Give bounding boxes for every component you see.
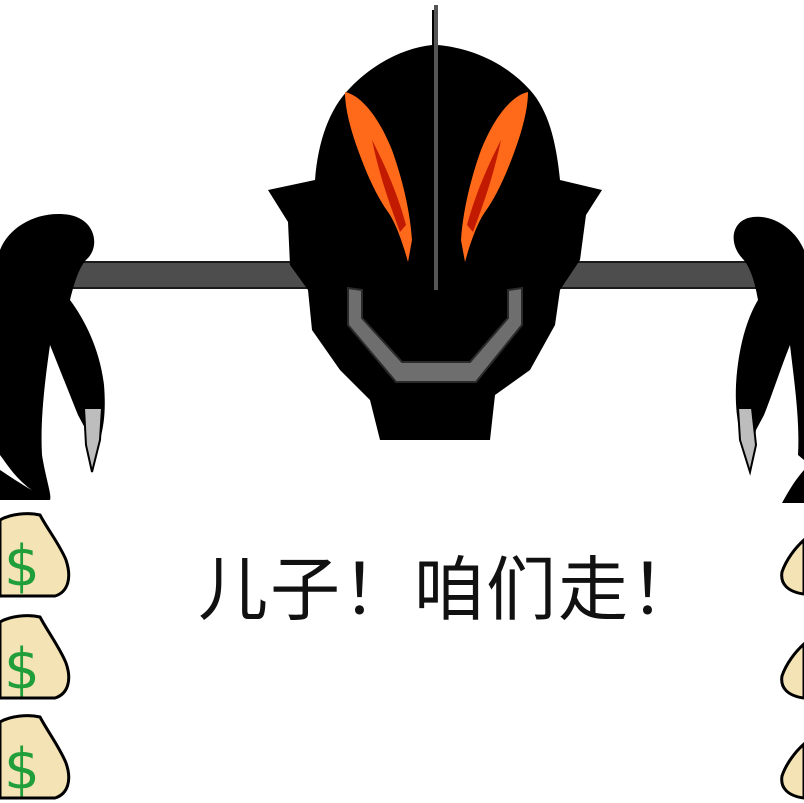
money-bags-right [780,537,804,800]
money-bag-icon: $ [0,614,71,702]
money-bags-left: $ $ $ [0,512,71,802]
right-claw [733,216,804,503]
dark-helmet-head [268,5,602,440]
svg-text:$: $ [4,534,40,599]
right-eye [461,92,528,262]
money-bag-icon [780,641,804,700]
money-bag-icon [780,741,804,800]
svg-text:$: $ [4,737,40,802]
svg-text:$: $ [4,637,40,702]
mouth-plate [347,286,523,383]
money-bag-icon: $ [0,512,71,599]
money-bag-icon: $ [0,714,71,802]
caption-text: 儿子！咱们走！ [198,549,702,631]
left-eye [345,92,412,262]
left-claw [0,214,105,500]
money-bag-icon [780,537,804,596]
